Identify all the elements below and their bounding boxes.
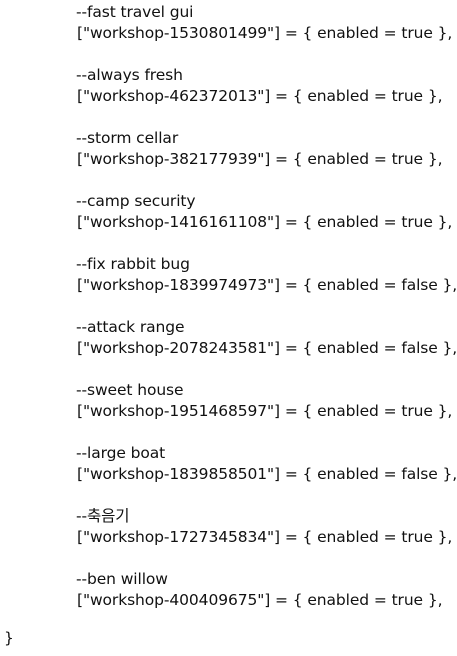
- mod-comment: --always fresh: [76, 66, 183, 84]
- mod-config-line: ["workshop-1530801499"] = { enabled = tr…: [77, 24, 453, 42]
- closing-brace: }: [4, 629, 14, 647]
- mod-entry: --ben willow ["workshop-400409675"] = { …: [76, 569, 444, 632]
- mod-entry: --축음기 ["workshop-1727345834"] = { enable…: [76, 506, 453, 569]
- mod-entry: --storm cellar ["workshop-382177939"] = …: [76, 128, 444, 191]
- mod-comment: --fast travel gui: [76, 3, 194, 21]
- mod-entries: --fast travel gui ["workshop-1530801499"…: [76, 2, 457, 632]
- mod-entry: --attack range ["workshop-2078243581"] =…: [76, 317, 457, 380]
- mod-comment: --camp security: [76, 192, 196, 210]
- mod-entry: --camp security ["workshop-1416161108"] …: [76, 191, 453, 254]
- mod-entry: --fix rabbit bug ["workshop-1839974973"]…: [76, 254, 457, 317]
- mod-comment: --large boat: [76, 444, 166, 462]
- mod-config-line: ["workshop-400409675"] = { enabled = tru…: [77, 591, 443, 609]
- mod-comment: --sweet house: [76, 381, 184, 399]
- mod-config-line: ["workshop-2078243581"] = { enabled = fa…: [77, 339, 457, 357]
- mod-comment: --축음기: [76, 507, 130, 525]
- mod-comment: --ben willow: [76, 570, 168, 588]
- mod-comment: --attack range: [76, 318, 185, 336]
- mod-entry: --sweet house ["workshop-1951468597"] = …: [76, 380, 453, 443]
- mod-comment: --storm cellar: [76, 129, 179, 147]
- mod-config-line: ["workshop-1839974973"] = { enabled = fa…: [77, 276, 457, 294]
- mod-entry: --fast travel gui ["workshop-1530801499"…: [76, 2, 453, 65]
- mod-entry: --always fresh ["workshop-462372013"] = …: [76, 65, 444, 128]
- mod-entry: --large boat ["workshop-1839858501"] = {…: [76, 443, 457, 506]
- mod-config-line: ["workshop-1839858501"] = { enabled = fa…: [77, 465, 457, 483]
- mod-config-line: ["workshop-462372013"] = { enabled = tru…: [77, 87, 443, 105]
- mod-config-line: ["workshop-1416161108"] = { enabled = tr…: [77, 213, 453, 231]
- mod-comment: --fix rabbit bug: [76, 255, 190, 273]
- mod-config-line: ["workshop-1951468597"] = { enabled = tr…: [77, 402, 453, 420]
- mod-config-line: ["workshop-1727345834"] = { enabled = tr…: [77, 528, 453, 546]
- mod-config-line: ["workshop-382177939"] = { enabled = tru…: [77, 150, 443, 168]
